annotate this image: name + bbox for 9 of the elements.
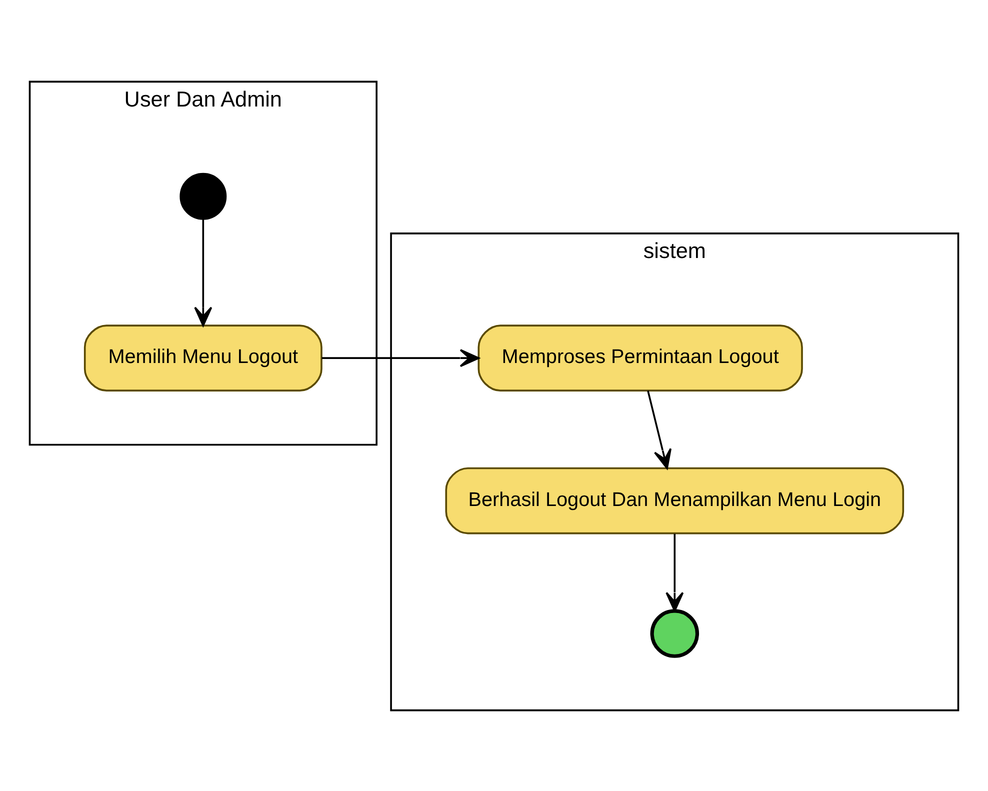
node-box: Berhasil Logout Dan Menampilkan Menu Login [445, 466, 904, 534]
node-circle [180, 172, 227, 220]
arrow [194, 219, 212, 326]
node-circle [650, 608, 700, 658]
node-box: Memilih Menu Logout [84, 324, 322, 391]
arrow [666, 533, 684, 612]
arrow [647, 390, 672, 469]
arrow [322, 348, 480, 367]
node-box: Memproses Permintaan Logout [478, 324, 803, 391]
